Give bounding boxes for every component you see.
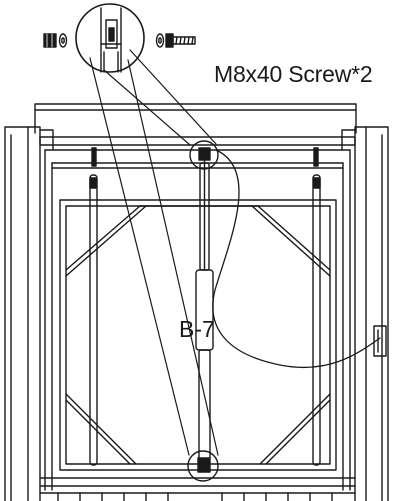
- screw-icon: [166, 34, 195, 47]
- nut-icon: [44, 34, 56, 47]
- cable: [213, 150, 380, 367]
- top-callout-circle: [190, 141, 218, 169]
- bracket-detail: [101, 8, 121, 72]
- bottom-callout-circle: [188, 451, 218, 481]
- leader-lines: [90, 50, 218, 455]
- inner-panel: [60, 200, 336, 470]
- part-label: B-7: [179, 316, 215, 342]
- washer-right-icon: [157, 34, 164, 47]
- magnifier-circle: [76, 4, 144, 72]
- bottom-slats: [58, 493, 332, 501]
- side-rods: [90, 148, 320, 465]
- washer-icon: [60, 34, 67, 47]
- screw-label: M8x40 Screw*2: [214, 61, 373, 87]
- frame: [5, 104, 388, 501]
- hardware-detail: [44, 4, 195, 72]
